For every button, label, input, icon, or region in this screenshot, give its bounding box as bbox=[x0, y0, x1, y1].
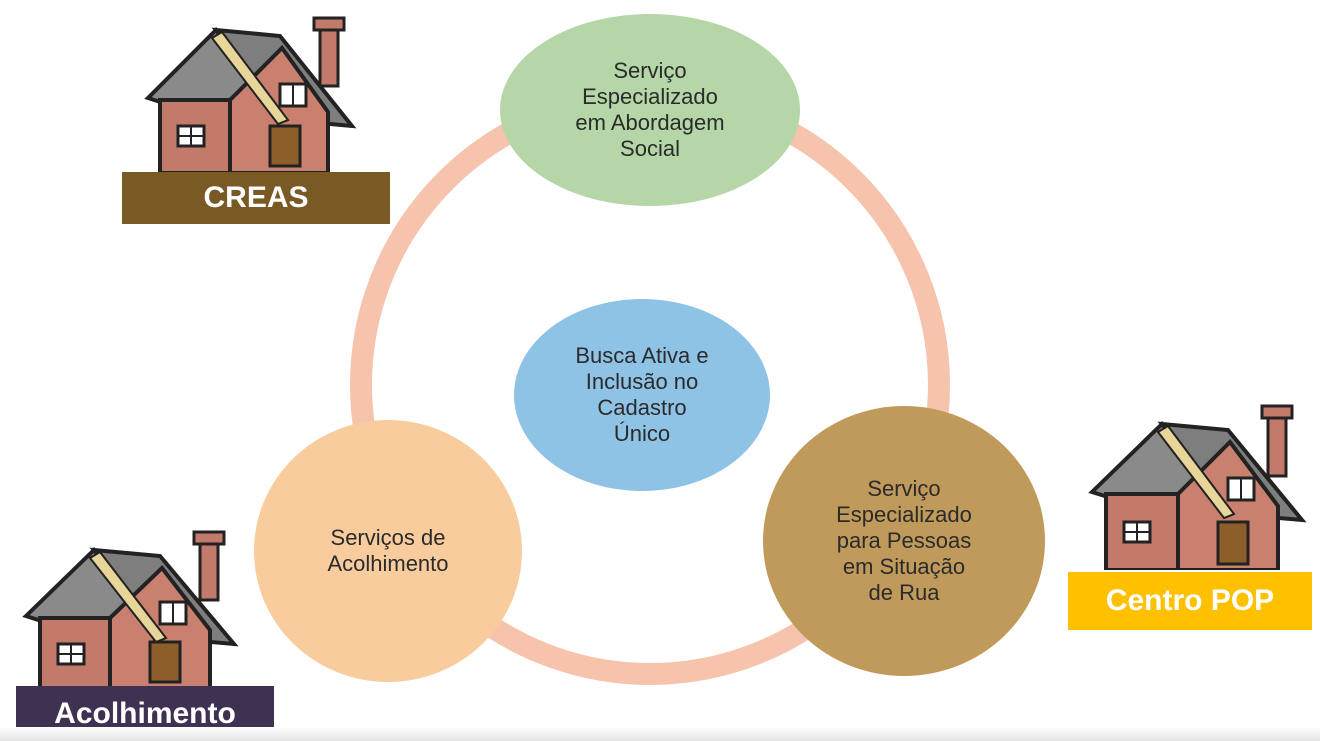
center-node: Busca Ativa e Inclusão no Cadastro Único bbox=[514, 299, 770, 491]
house-icon bbox=[144, 16, 357, 173]
node-acolhimento-service: Serviços de Acolhimento bbox=[254, 420, 522, 682]
house-icon bbox=[22, 530, 239, 688]
house-icon bbox=[1088, 404, 1307, 570]
node-abordagem: Serviço Especializado em Abordagem Socia… bbox=[500, 14, 800, 206]
node-abordagem-label: Serviço Especializado em Abordagem Socia… bbox=[575, 58, 725, 161]
bottom-edge bbox=[0, 727, 1320, 741]
centro-pop-label: Centro POP bbox=[1068, 572, 1312, 630]
node-centro-pop-service-label: Serviço Especializado para Pessoas em Si… bbox=[836, 476, 972, 605]
center-node-label: Busca Ativa e Inclusão no Cadastro Único bbox=[575, 343, 709, 446]
node-acolhimento-service-label: Serviços de Acolhimento bbox=[327, 525, 449, 576]
creas-label: CREAS bbox=[122, 172, 390, 224]
node-centro-pop-service: Serviço Especializado para Pessoas em Si… bbox=[763, 406, 1045, 676]
